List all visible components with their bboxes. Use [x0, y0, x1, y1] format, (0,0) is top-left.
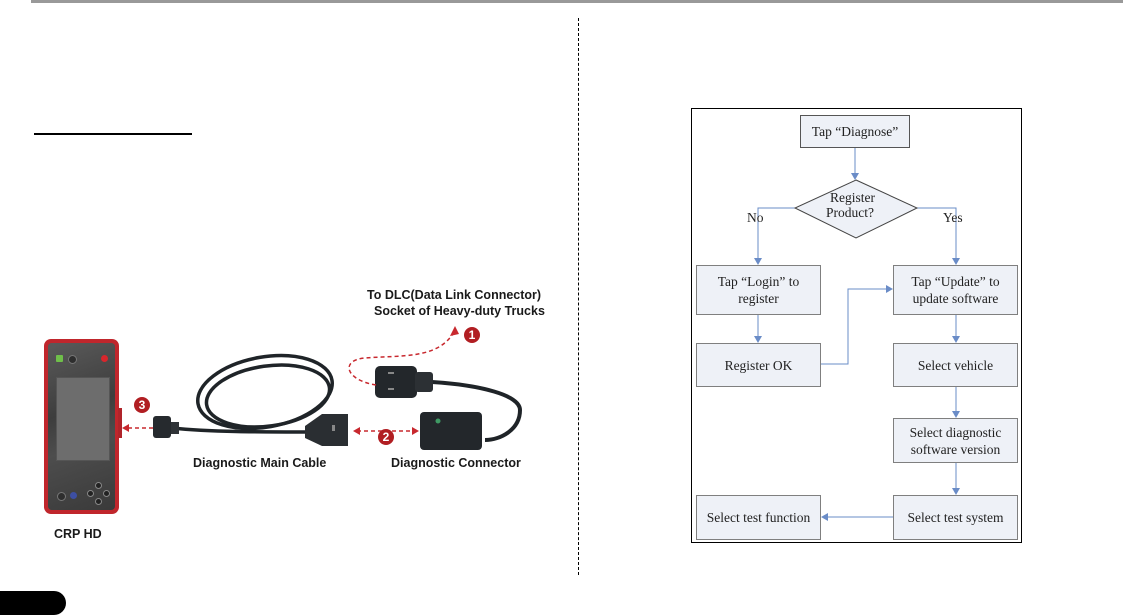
- node-select-system: Select test system: [893, 495, 1018, 540]
- diagnostic-connector-cable: [431, 380, 523, 442]
- step-badge-3: 3: [134, 397, 150, 413]
- arrow-2-head-left: [353, 427, 360, 435]
- truck-connector-head: [375, 366, 433, 398]
- main-cable-obd-end: [305, 414, 348, 446]
- device-power-button: [101, 355, 108, 362]
- device-dpad-down: [95, 498, 102, 505]
- column-divider: [578, 18, 579, 575]
- dlc-label-line1: To DLC(Data Link Connector): [367, 288, 542, 302]
- node-select-vehicle: Select vehicle: [893, 343, 1018, 387]
- section-heading-underline: [34, 133, 192, 135]
- device-home-button: [68, 355, 77, 364]
- cable-drawing: [122, 326, 523, 450]
- node-tap-login: Tap “Login” to register: [696, 265, 821, 315]
- main-cable-coil: [171, 353, 334, 434]
- device-dpad-left: [87, 490, 94, 497]
- decision-text-line1: Register: [830, 190, 875, 205]
- arrow-1-path: [348, 329, 456, 386]
- step-badge-2: 2: [378, 429, 394, 445]
- device-dpad-right: [103, 490, 110, 497]
- device-label: CRP HD: [54, 527, 102, 541]
- device-side-port: [118, 408, 122, 438]
- label-no: No: [747, 210, 764, 225]
- crp-hd-device: [44, 339, 119, 514]
- main-cable-label: Diagnostic Main Cable: [193, 456, 327, 470]
- node-select-function: Select test function: [696, 495, 821, 540]
- node-register-ok: Register OK: [696, 343, 821, 387]
- page-number-tab: [0, 591, 66, 615]
- dlc-label-line2: Socket of Heavy-duty Trucks: [374, 304, 545, 318]
- connector-label: Diagnostic Connector: [391, 456, 521, 470]
- arrow-1-head: [450, 326, 459, 336]
- node-tap-update: Tap “Update” to update software: [893, 265, 1018, 315]
- arrow-3-head: [122, 424, 129, 432]
- device-blue-button: [70, 492, 77, 499]
- label-yes: Yes: [943, 210, 963, 225]
- device-dpad-up: [95, 482, 102, 489]
- flowchart-frame: [691, 108, 1022, 543]
- obd-male-connector: [420, 412, 482, 450]
- device-green-button: [56, 355, 63, 362]
- node-select-version: Select diagnostic software version: [893, 418, 1018, 463]
- device-screen: [56, 377, 110, 461]
- db15-connector: [153, 416, 179, 438]
- header-rule: [31, 0, 1123, 3]
- device-lock-button: [57, 492, 66, 501]
- decision-text-line2: Product?: [826, 205, 874, 220]
- node-tap-diagnose: Tap “Diagnose”: [800, 115, 910, 148]
- step-badge-1: 1: [464, 327, 480, 343]
- arrow-2-head-right: [412, 427, 419, 435]
